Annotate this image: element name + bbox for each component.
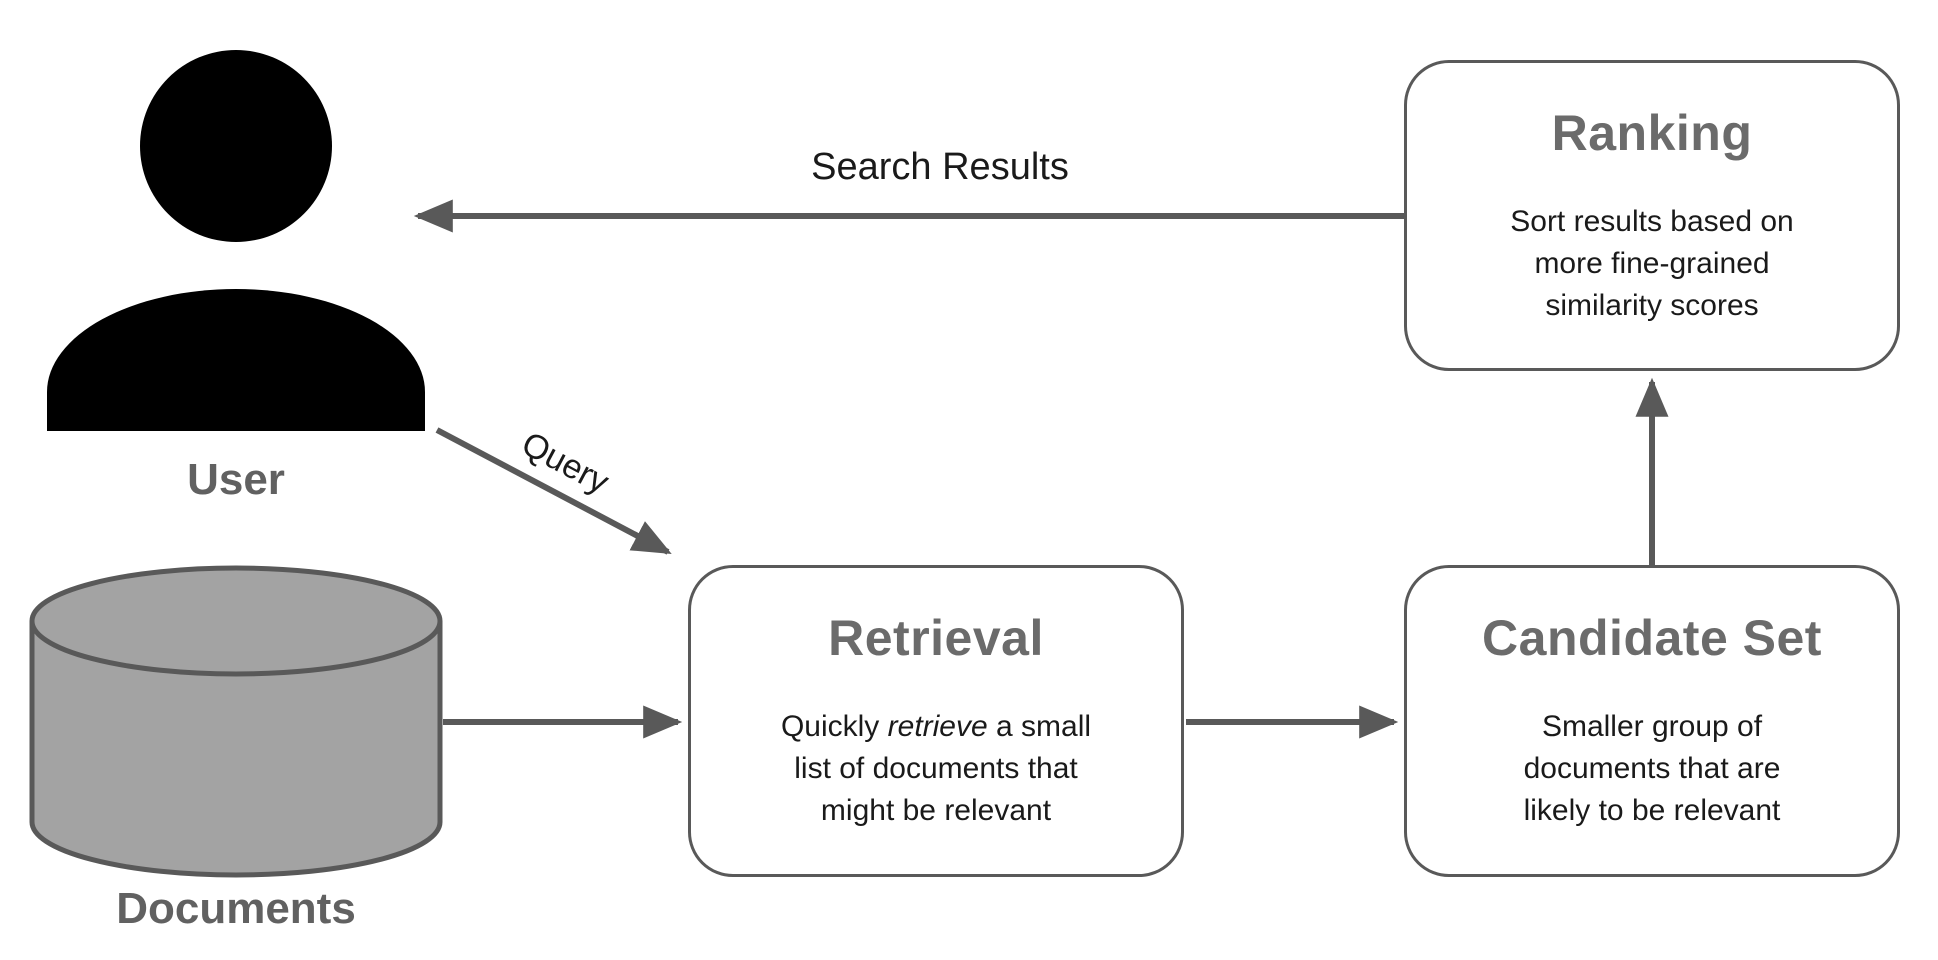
retrieval-line1-suffix: a small bbox=[987, 710, 1092, 743]
retrieval-description-line: Quickly retrieve a small bbox=[781, 706, 1091, 748]
search-results-arrow-label: Search Results bbox=[811, 146, 1069, 188]
retrieval-node: Retrieval Quickly retrieve a small list … bbox=[688, 565, 1184, 877]
candidate-set-description: Smaller group of documents that are like… bbox=[1524, 706, 1781, 832]
retrieval-line1-italic-word: retrieve bbox=[887, 710, 988, 743]
ranking-description-line: more fine-grained bbox=[1534, 247, 1770, 280]
documents-label: Documents bbox=[116, 884, 356, 933]
ranking-node: Ranking Sort results based on more fine-… bbox=[1404, 60, 1900, 371]
person-body-icon bbox=[47, 289, 425, 431]
ranking-description-line: Sort results based on bbox=[1510, 205, 1794, 238]
candidate-set-description-line: documents that are bbox=[1523, 752, 1781, 785]
candidate-set-description-line: likely to be relevant bbox=[1523, 794, 1781, 827]
retrieval-description: Quickly retrieve a small list of documen… bbox=[781, 706, 1091, 832]
arrow-user-to-retrieval bbox=[435, 427, 672, 555]
person-head-icon bbox=[140, 50, 332, 242]
ranking-title: Ranking bbox=[1551, 105, 1753, 161]
user-person-icon bbox=[47, 50, 425, 431]
cylinder-top bbox=[29, 565, 443, 677]
documents-database-icon bbox=[29, 565, 443, 878]
user-label: User bbox=[187, 455, 285, 504]
candidate-set-title: Candidate Set bbox=[1482, 610, 1822, 666]
cylinder-body bbox=[29, 621, 443, 878]
retrieval-description-line: might be relevant bbox=[820, 794, 1052, 827]
candidate-set-description-line: Smaller group of bbox=[1541, 710, 1763, 743]
ranking-description-line: similarity scores bbox=[1545, 289, 1759, 322]
candidate-set-node: Candidate Set Smaller group of documents… bbox=[1404, 565, 1900, 877]
retrieval-description-line: list of documents that bbox=[794, 752, 1078, 785]
retrieval-line1-prefix: Quickly bbox=[780, 710, 888, 743]
retrieval-title: Retrieval bbox=[828, 610, 1044, 666]
ranking-description: Sort results based on more fine-grained … bbox=[1510, 201, 1794, 327]
